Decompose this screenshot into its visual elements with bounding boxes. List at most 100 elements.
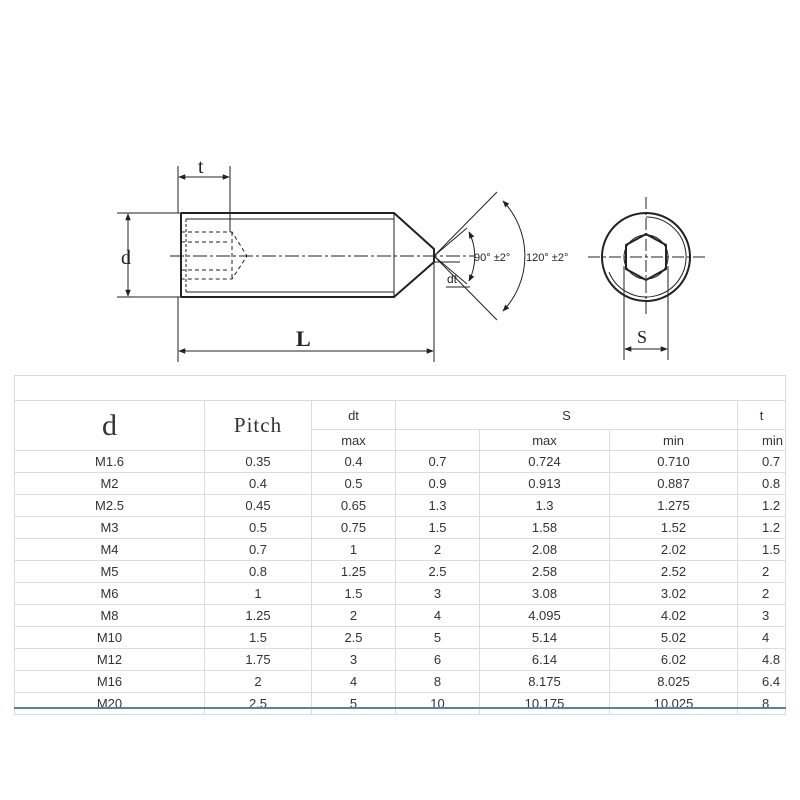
cell-s-nominal: 3 [395, 582, 480, 605]
dimension-d [117, 212, 181, 298]
cell-size: M20 [14, 692, 205, 715]
cell-t-min: 1.2 [736, 494, 787, 517]
cell-s-max: 2.58 [479, 560, 610, 583]
cell-t-min: 1.5 [736, 538, 787, 561]
cell-s-nominal: 4 [395, 604, 480, 627]
cell-dt-max: 0.4 [311, 450, 396, 473]
cell-dt-max: 1 [311, 538, 396, 561]
table-bottom-rule [14, 707, 786, 709]
header-t-min: min [736, 429, 787, 451]
table-header-row: d Pitch dt S t [14, 400, 787, 451]
cell-s-nominal: 8 [395, 670, 480, 693]
cell-dt-max: 2 [311, 604, 396, 627]
dimension-L [177, 262, 435, 362]
cell-pitch: 1.5 [204, 626, 312, 649]
cell-t-min: 4.8 [736, 648, 787, 671]
cell-t-min: 0.7 [736, 450, 787, 473]
cell-pitch: 2.5 [204, 692, 312, 715]
cell-pitch: 2 [204, 670, 312, 693]
cell-t-min: 3 [736, 604, 787, 627]
header-d: d [14, 400, 205, 451]
cell-dt-max: 0.75 [311, 516, 396, 539]
cell-s-min: 0.887 [609, 472, 738, 495]
cell-pitch: 0.7 [204, 538, 312, 561]
cell-s-max: 0.913 [479, 472, 610, 495]
cell-pitch: 0.45 [204, 494, 312, 517]
cell-t-min: 8 [736, 692, 787, 715]
cell-s-min: 2.52 [609, 560, 738, 583]
cell-s-max: 3.08 [479, 582, 610, 605]
cell-s-nominal: 2 [395, 538, 480, 561]
label-d: d [121, 247, 131, 269]
screw-side-view [170, 212, 475, 298]
cell-size: M8 [14, 604, 205, 627]
cell-t-min: 1.2 [736, 516, 787, 539]
cell-t-min: 0.8 [736, 472, 787, 495]
cell-s-max: 0.724 [479, 450, 610, 473]
cell-dt-max: 2.5 [311, 626, 396, 649]
cell-s-min: 5.02 [609, 626, 738, 649]
label-L: L [296, 326, 311, 351]
cell-size: M1.6 [14, 450, 205, 473]
header-dt: dt [311, 400, 396, 430]
cell-size: M5 [14, 560, 205, 583]
cell-pitch: 1.75 [204, 648, 312, 671]
header-s-min: min [609, 429, 738, 451]
cell-s-min: 2.02 [609, 538, 738, 561]
point-angle-lines [433, 191, 526, 321]
cell-pitch: 1 [204, 582, 312, 605]
label-angle-90: 90° ±2° [474, 252, 510, 264]
cell-s-max: 1.58 [479, 516, 610, 539]
cell-s-max: 8.175 [479, 670, 610, 693]
cell-s-nominal: 1.5 [395, 516, 480, 539]
cell-dt-max: 1.25 [311, 560, 396, 583]
cell-s-min: 6.02 [609, 648, 738, 671]
cell-dt-max: 3 [311, 648, 396, 671]
cell-size: M16 [14, 670, 205, 693]
label-dt: dt [447, 272, 458, 286]
cell-s-nominal: 5 [395, 626, 480, 649]
cell-s-max: 2.08 [479, 538, 610, 561]
cell-size: M6 [14, 582, 205, 605]
cell-size: M2.5 [14, 494, 205, 517]
cell-size: M2 [14, 472, 205, 495]
table-subheader-row: max max min min [15, 429, 787, 451]
header-t: t [736, 400, 787, 430]
cell-s-min: 0.710 [609, 450, 738, 473]
cell-pitch: 0.4 [204, 472, 312, 495]
cell-pitch: 0.8 [204, 560, 312, 583]
cell-dt-max: 4 [311, 670, 396, 693]
cell-pitch: 0.35 [204, 450, 312, 473]
cell-s-max: 6.14 [479, 648, 610, 671]
cell-size: M3 [14, 516, 205, 539]
cell-size: M4 [14, 538, 205, 561]
cell-s-nominal: 1.3 [395, 494, 480, 517]
cell-size: M10 [14, 626, 205, 649]
cell-dt-max: 0.65 [311, 494, 396, 517]
cell-s-nominal: 0.7 [395, 450, 480, 473]
cell-s-min: 1.275 [609, 494, 738, 517]
cell-t-min: 2 [736, 582, 787, 605]
table-spacer-row [13, 375, 787, 401]
header-s-max: max [479, 429, 610, 451]
cell-dt-max: 5 [311, 692, 396, 715]
header-s: S [395, 400, 738, 430]
screw-end-view [588, 197, 706, 317]
label-t: t [198, 156, 204, 178]
header-pitch: Pitch [204, 400, 312, 451]
dimension-s [623, 266, 669, 360]
header-dt-max: max [311, 429, 396, 451]
cell-s-min: 10.025 [609, 692, 738, 715]
cell-s-min: 8.025 [609, 670, 738, 693]
cell-s-max: 5.14 [479, 626, 610, 649]
cell-s-nominal: 2.5 [395, 560, 480, 583]
cell-pitch: 0.5 [204, 516, 312, 539]
